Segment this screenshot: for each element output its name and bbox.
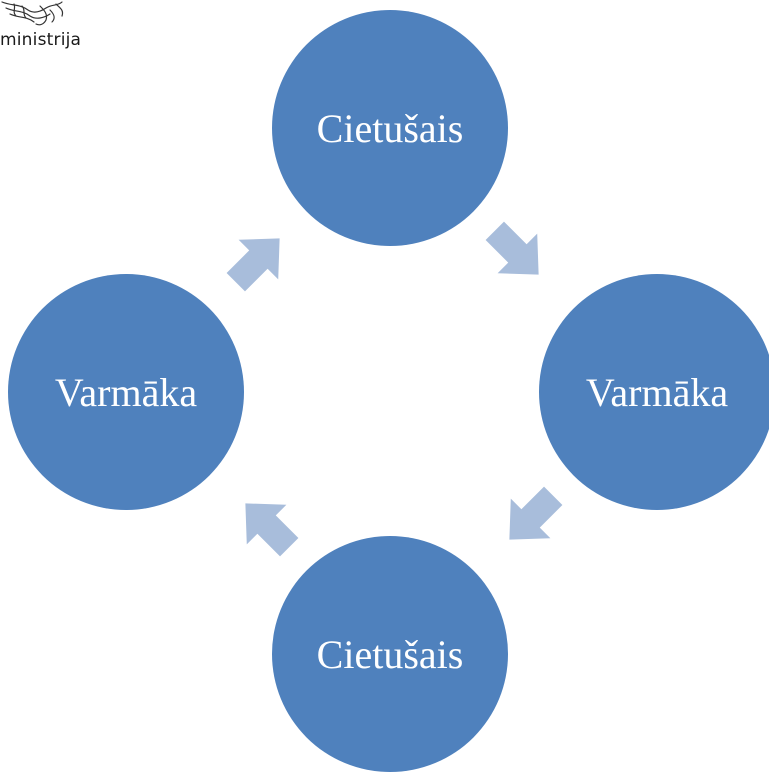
logo-text: ministrija xyxy=(0,30,82,50)
coat-of-arms-icon xyxy=(1,1,64,26)
node-label: Cietušais xyxy=(316,105,464,151)
arrow-shape xyxy=(226,238,280,292)
node-label: Varmāka xyxy=(585,369,729,415)
node-cietusais-top: Cietušais xyxy=(272,10,508,246)
arrow-bottom-to-left xyxy=(245,503,299,557)
ministry-logo: ministrija xyxy=(0,0,120,60)
node-cietusais-bottom: Cietušais xyxy=(272,536,508,772)
arrow-shape xyxy=(245,503,299,557)
node-varmaka-right: Varmāka xyxy=(539,274,769,510)
arrow-shape xyxy=(509,486,563,540)
arrow-top-to-right xyxy=(485,221,539,275)
arrow-shape xyxy=(485,221,539,275)
node-varmaka-left: Varmāka xyxy=(8,274,244,510)
node-label: Cietušais xyxy=(316,631,464,677)
arrow-left-to-top xyxy=(226,238,280,292)
node-label: Varmāka xyxy=(54,369,198,415)
arrow-right-to-bottom xyxy=(509,486,563,540)
